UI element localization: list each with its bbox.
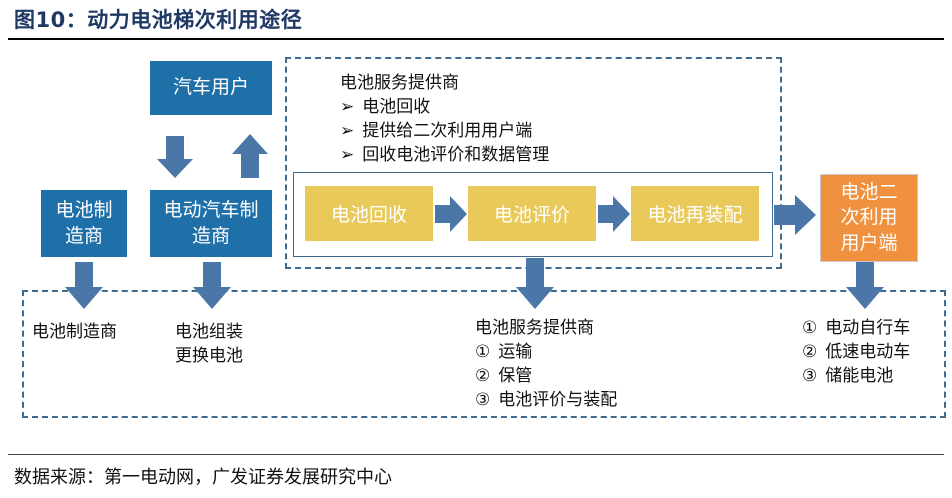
car-user-box: 汽车用户 — [150, 61, 272, 115]
provider-top-heading: 电池服务提供商 — [340, 73, 459, 93]
secondary-user-box: 电池二 次利用 用户端 — [820, 174, 918, 262]
reassemble-box: 电池再装配 — [631, 186, 759, 241]
figure-title: 图10：动力电池梯次利用途径 — [14, 8, 303, 32]
provider-top-item: ➢ 提供给二次利用用户端 — [340, 121, 533, 141]
arrow-down-icon — [846, 262, 884, 309]
battery-maker-label: 电池制造商 — [32, 322, 117, 342]
process-frame — [293, 172, 773, 257]
recycle-box: 电池回收 — [305, 186, 433, 241]
provider-top-text: 电池服务提供商 ➢ 电池回收 ➢ 提供给二次利用用户端 ➢ 回收电池评价和数据管… — [340, 71, 549, 167]
arrow-down-icon — [65, 262, 103, 309]
list-item: ② 低速电动车 — [802, 342, 911, 362]
evaluate-box: 电池评价 — [468, 186, 596, 241]
list-item: ① 电动自行车 — [802, 318, 911, 338]
bullet-icon: ➢ — [340, 145, 355, 165]
arrow-right-icon — [598, 196, 630, 232]
list-item: ① 运输 — [475, 342, 533, 362]
title-divider — [8, 38, 944, 40]
provider-bottom-text: 电池服务提供商 ① 运输 ② 保管 ③ 电池评价与装配 — [475, 316, 617, 412]
provider-bottom-heading: 电池服务提供商 — [475, 318, 594, 338]
bullet-icon: ➢ — [340, 97, 355, 117]
provider-top-item: ➢ 回收电池评价和数据管理 — [340, 145, 550, 165]
footer-divider — [8, 454, 944, 455]
arrow-down-icon — [157, 136, 193, 178]
source-note: 数据来源：第一电动网，广发证券发展研究中心 — [14, 467, 392, 488]
list-item: ③ 储能电池 — [802, 366, 894, 386]
downstream-region — [22, 290, 946, 418]
arrow-up-icon — [232, 134, 268, 178]
secondary-user-uses: ① 电动自行车 ② 低速电动车 ③ 储能电池 — [802, 316, 910, 388]
battery-maker-box: 电池制 造商 — [41, 190, 127, 257]
list-item: ② 保管 — [475, 366, 533, 386]
bullet-icon: ➢ — [340, 121, 355, 141]
arrow-right-icon — [774, 195, 816, 235]
ev-maker-actions: 电池组装 更换电池 — [175, 322, 243, 366]
arrow-down-icon — [516, 258, 554, 309]
arrow-down-icon — [193, 262, 231, 309]
ev-maker-box: 电动汽车制 造商 — [150, 190, 272, 257]
arrow-right-icon — [435, 196, 467, 232]
list-item: ③ 电池评价与装配 — [475, 390, 618, 410]
provider-top-item: ➢ 电池回收 — [340, 97, 431, 117]
